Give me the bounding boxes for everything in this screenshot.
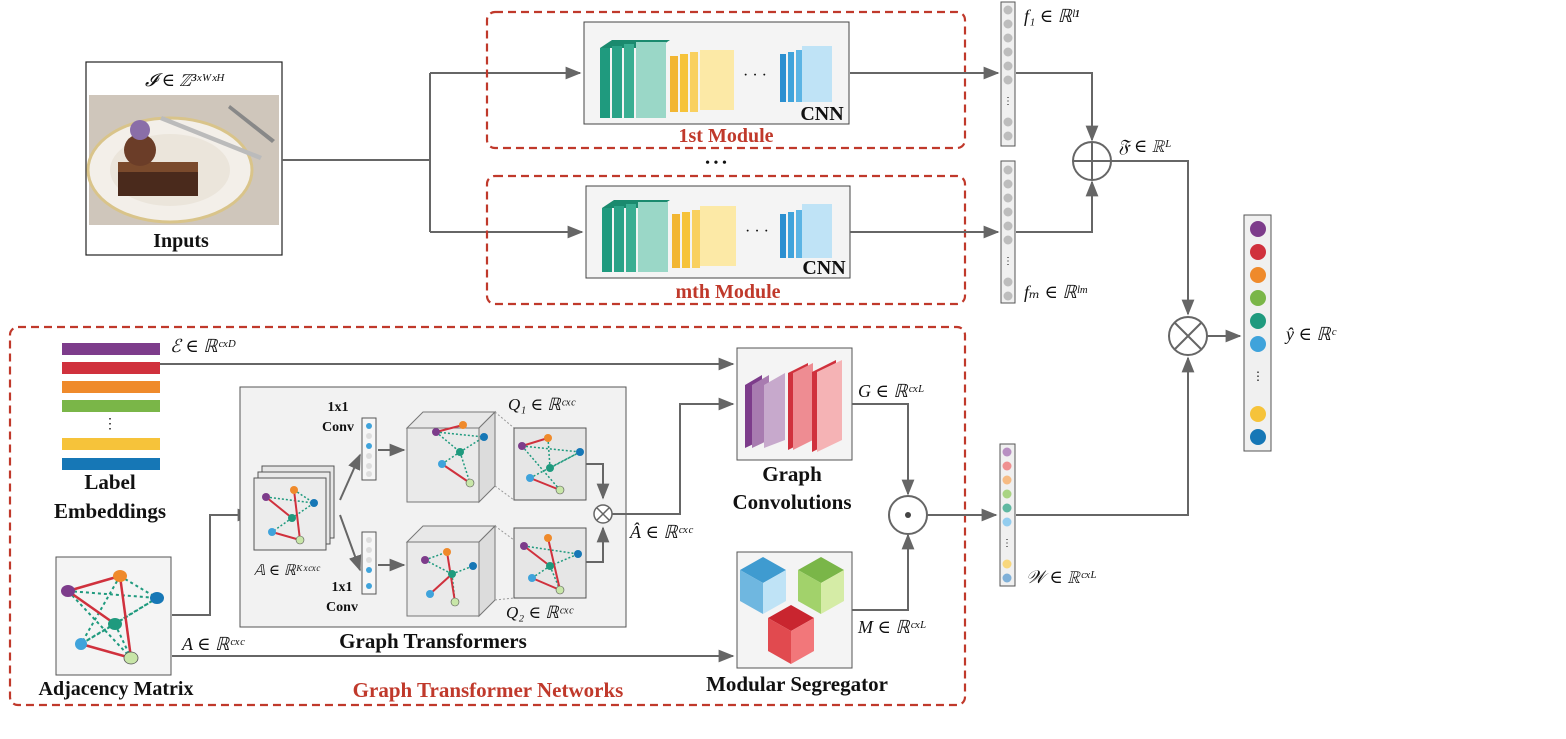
ahat-formula: Â ∈ ℝᶜˣᶜ (629, 521, 693, 542)
module-m-title: mth Module (676, 281, 781, 303)
stack-formula: 𝔸 ∈ ℝᴷˣᶜˣᶜ (254, 563, 320, 579)
output-dot-orange (1250, 267, 1266, 283)
conv2-line2: Conv (326, 600, 358, 615)
f1-vdots: ⋮ (1003, 96, 1013, 107)
graph-convolutions-block (736, 347, 853, 461)
module-1: · · · CNN 1st Module (485, 10, 967, 150)
output-formula: ŷ ∈ ℝᶜ (1284, 324, 1337, 344)
label-embeddings-line2: Embeddings (54, 499, 166, 523)
modules-between-dots: • • • (705, 156, 727, 171)
embedding-bar-red (62, 362, 160, 374)
w-dot-teal (1002, 503, 1012, 513)
label-embeddings-line1: Label (84, 470, 136, 494)
q2-cube (405, 524, 497, 618)
input-connectors (282, 66, 584, 239)
embedding-bar-orange (62, 381, 160, 393)
conv1-line1: 1x1 (328, 400, 349, 415)
g-formula: G ∈ ℝᶜˣᴸ (858, 381, 925, 401)
q1-formula: Q₁ ∈ ℝᶜˣᶜ (508, 395, 576, 414)
adjacency-stack (253, 465, 335, 551)
sum-operator-icon (1072, 141, 1112, 181)
fm-formula: fₘ ∈ ℝˡᵐ (1024, 282, 1088, 302)
matmul-operator-icon (593, 504, 613, 524)
q2-graph (513, 527, 587, 599)
output-dot-darkblue (1250, 429, 1266, 445)
m-formula: M ∈ ℝᶜˣᴸ (857, 617, 927, 637)
cnn-layers-m (602, 200, 832, 272)
fm-vdots: ⋮ (1003, 256, 1013, 267)
input-image (86, 95, 279, 225)
graph-transformers-block: 𝔸 ∈ ℝᴷˣᶜˣᶜ 1x1 Conv 1x1 Conv (239, 386, 627, 628)
feature-vector-f1 (1000, 1, 1016, 147)
w-dot-green (1002, 489, 1012, 499)
w-vdots: ⋮ (1002, 538, 1012, 549)
f1-formula: f₁ ∈ ℝˡ¹ (1024, 6, 1080, 26)
embedding-bar-green (62, 400, 160, 412)
adjacency-label: Adjacency Matrix (39, 678, 194, 700)
embedding-bar-yellow (62, 438, 160, 450)
gtn-title: Graph Transformer Networks (353, 678, 624, 702)
output-dot-red (1250, 244, 1266, 260)
q1-graph (513, 427, 587, 501)
conv1-vector (361, 417, 377, 481)
inputs-label: Inputs (153, 230, 209, 252)
fused-formula: 𝔉 ∈ ℝᴸ (1118, 136, 1172, 156)
q2-formula: Q₂ ∈ ℝᶜˣᶜ (506, 603, 574, 622)
q1-cube (405, 410, 497, 504)
w-dot-red (1002, 461, 1012, 471)
w-formula: 𝒲 ∈ ℝᶜˣᴸ (1026, 567, 1097, 587)
output-vector (1243, 214, 1272, 452)
module-m-ellipsis: · · · (745, 223, 769, 240)
adjacency-formula: A ∈ ℝᶜˣᶜ (181, 634, 245, 654)
module-m: · · · CNN mth Module (485, 174, 967, 306)
output-dot-teal (1250, 313, 1266, 329)
ahat-arrow (612, 397, 735, 515)
module-1-cnn-label: CNN (800, 103, 844, 125)
inputs-block: 𝓘 ∈ ℤ³ˣᵂˣᴴ Inputs (85, 61, 283, 256)
output-dot-blue (1250, 336, 1266, 352)
multiply-operator-icon (1168, 316, 1208, 356)
conv1-line2: Conv (322, 420, 354, 435)
output-vdots: ⋮ (1252, 369, 1264, 383)
sum-connectors (1016, 72, 1195, 316)
conv2-vector (361, 531, 377, 595)
module-1-title: 1st Module (679, 125, 774, 147)
module-m-cnn-label: CNN (802, 257, 846, 279)
w-dot-blue (1002, 517, 1012, 527)
module-output-connectors (850, 66, 1000, 239)
embedding-bar-purple (62, 343, 160, 355)
output-dot-purple (1250, 221, 1266, 237)
w-dot-yellow (1002, 559, 1012, 569)
output-dot-green (1250, 290, 1266, 306)
adjacency-connectors (172, 508, 735, 663)
module-1-ellipsis: · · · (743, 67, 767, 84)
embedding-vdots: ⋮ (103, 417, 117, 432)
w-dot-orange (1002, 475, 1012, 485)
embedding-formula: ℰ ∈ ℝᶜˣᴰ (170, 336, 236, 356)
cnn-layers-1 (600, 40, 832, 118)
output-dot-yellow (1250, 406, 1266, 422)
label-embedding-bars (62, 343, 160, 470)
w-vector (999, 443, 1016, 587)
gtn-output-connectors (852, 356, 1195, 611)
adjacency-matrix-graph (55, 556, 172, 676)
w-dot-darkblue (1002, 573, 1012, 583)
w-dot-purple (1002, 447, 1012, 457)
modular-segregator-block (736, 551, 853, 669)
feature-vector-fm (1000, 160, 1016, 304)
hadamard-operator-icon (888, 495, 928, 535)
embedding-bar-darkblue (62, 458, 160, 470)
inputs-formula: 𝓘 ∈ ℤ³ˣᵂˣᴴ (145, 70, 226, 90)
graph-transformers-label: Graph Transformers (339, 629, 527, 653)
graph-conv-line2: Convolutions (732, 490, 851, 514)
segregator-label: Modular Segregator (706, 672, 888, 696)
graph-conv-line1: Graph (762, 462, 822, 486)
conv2-line1: 1x1 (332, 580, 353, 595)
